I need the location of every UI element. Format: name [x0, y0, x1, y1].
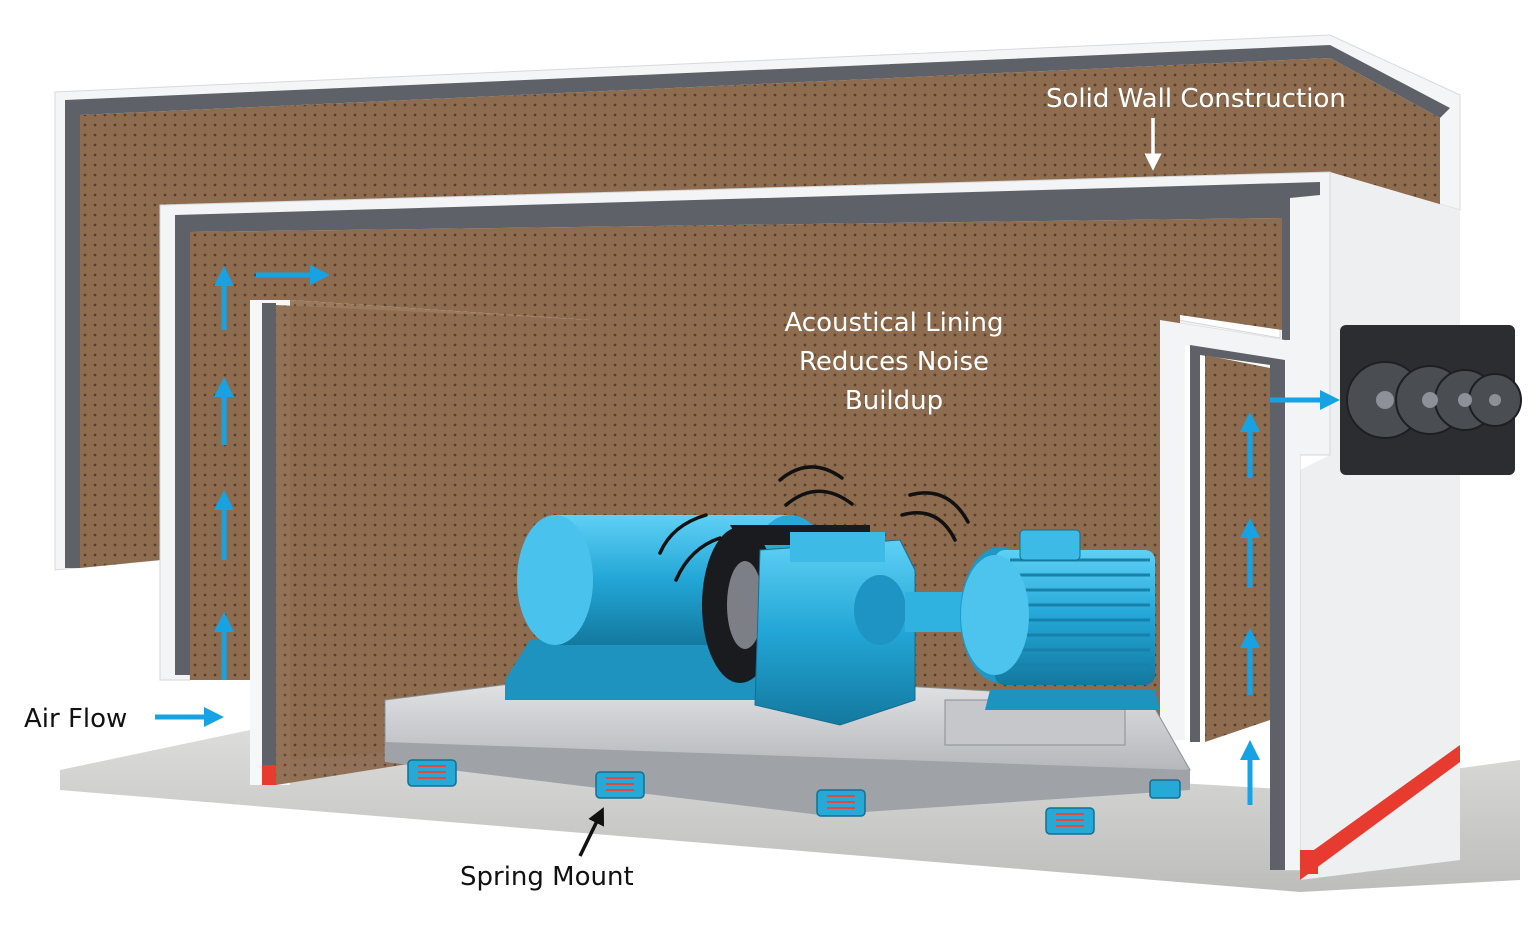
right-duct-lining: [1205, 355, 1270, 742]
left-baffle-gray: [262, 303, 276, 785]
outer-shell-gray: [65, 45, 1450, 568]
airflow-arrow-icon: [155, 265, 1340, 805]
gearbox: [754, 532, 916, 726]
exhaust-fan-icon: [1340, 325, 1522, 475]
red-seal-left: [262, 765, 276, 785]
right-duct-white: [1160, 320, 1300, 870]
red-seal-right-bottom: [1300, 850, 1318, 874]
label-solid-wall-construction: Solid Wall Construction: [1046, 84, 1346, 114]
label-air-flow: Air Flow: [24, 704, 128, 734]
spring-pointer-arrow: [578, 807, 605, 857]
label-spring-mount: Spring Mount: [460, 862, 634, 892]
skid-front: [385, 742, 1190, 815]
sound-wave-icon: [658, 465, 970, 582]
left-baffle-lining: [276, 305, 590, 785]
outer-ceiling-lining: [80, 58, 1440, 568]
red-seal-right: [1300, 745, 1460, 880]
label-acoustical-lining: Acoustical Lining Reduces Noise Buildup: [784, 308, 1004, 416]
electric-motor: [960, 529, 1160, 710]
